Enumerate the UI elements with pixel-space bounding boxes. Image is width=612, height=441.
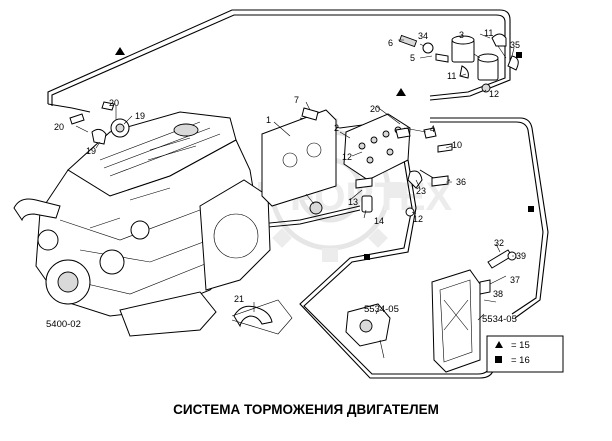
label-23: 23: [416, 186, 426, 196]
clamp-21: [233, 305, 273, 328]
label-19-left: 19: [86, 146, 96, 156]
label-37: 37: [510, 275, 520, 285]
valve-unit-19-20-left: [69, 101, 130, 145]
engine-code-label: 5400-02: [46, 319, 81, 330]
label-12-mid: 12: [342, 152, 352, 162]
label-20-left: 20: [54, 122, 64, 132]
square-marker: [516, 52, 522, 58]
distributor-block: [343, 113, 411, 181]
label-35: 35: [510, 40, 520, 50]
label-12-top: 12: [489, 89, 499, 99]
line-markers: [115, 47, 534, 260]
label-21: 21: [234, 294, 244, 304]
engine-block: [13, 111, 271, 337]
label-36: 36: [456, 177, 466, 187]
label-5534-05-valve: 5534-05: [364, 304, 399, 315]
triangle-marker: [396, 88, 406, 96]
label-10: 10: [452, 140, 462, 150]
label-13: 13: [348, 197, 358, 207]
fitting-11-35: [459, 33, 519, 79]
bracket-1: [261, 109, 337, 207]
legend-square-icon: [495, 356, 502, 363]
leader-lines: [75, 33, 515, 335]
label-4: 4: [430, 124, 435, 134]
label-5: 5: [410, 53, 415, 63]
label-14: 14: [374, 216, 384, 226]
label-32: 32: [494, 238, 504, 248]
diagram-caption: СИСТЕМА ТОРМОЖЕНИЯ ДВИГАТЕЛЕМ: [173, 402, 439, 417]
fitting-6-34-5: [398, 34, 449, 63]
label-39: 39: [516, 251, 526, 261]
label-2: 2: [334, 123, 339, 133]
triangle-marker: [115, 47, 125, 55]
label-20-left-top: 20: [109, 98, 119, 108]
label-34: 34: [418, 31, 428, 41]
solenoid-valve-3: [451, 35, 507, 93]
label-7: 7: [294, 95, 299, 105]
fittings-7-20-4-10: [301, 107, 453, 153]
label-5534-05-module: 5534-05: [482, 314, 517, 325]
label-3: 3: [459, 30, 464, 40]
label-11-bottom: 11: [447, 71, 456, 81]
legend-triangle-label: = 15: [511, 340, 530, 351]
label-38: 38: [493, 289, 503, 299]
square-marker: [364, 254, 370, 260]
legend-square-label: = 16: [511, 355, 530, 366]
valve-5534-05: [345, 303, 391, 359]
control-module-5534-05: [431, 269, 481, 373]
legend: = 15 = 16: [486, 335, 564, 373]
label-1: 1: [266, 115, 271, 125]
part-labels: 6 34 5 3 11 35 11 12 20 19 20 19 1 7 2 2…: [46, 28, 526, 330]
sensor-32-37-38-39: [479, 249, 517, 295]
label-6: 6: [388, 38, 393, 48]
label-20-mid: 20: [370, 104, 380, 114]
legend-box: [486, 335, 564, 373]
label-12-bottom: 12: [413, 214, 423, 224]
square-marker: [528, 206, 534, 212]
legend-triangle-icon: [495, 341, 503, 348]
label-11-top: 11: [484, 28, 493, 38]
label-19-right: 19: [135, 111, 145, 121]
fittings-lower-middle: [309, 170, 449, 217]
